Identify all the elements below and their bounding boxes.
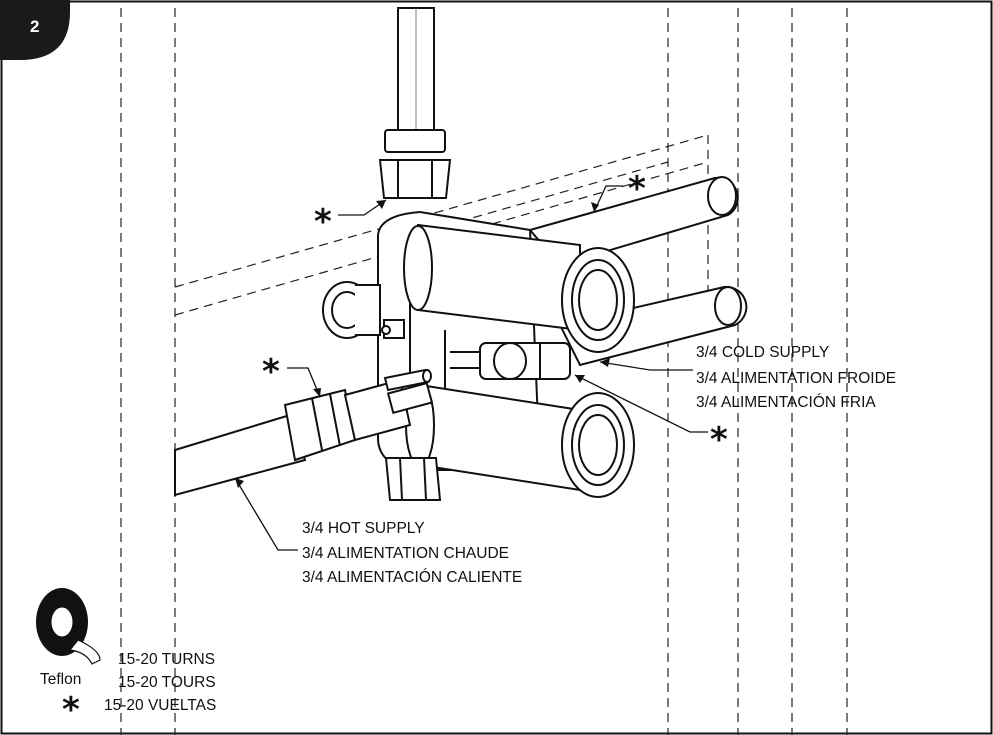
teflon-marker-hot-nut: * bbox=[262, 352, 280, 392]
teflon-roll-icon bbox=[36, 588, 101, 665]
top-nut bbox=[378, 129, 452, 199]
teflon-marker-back-pipe: * bbox=[628, 169, 646, 209]
cold-fitting bbox=[450, 342, 571, 380]
cold-supply-label-en: 3/4 COLD SUPPLY bbox=[696, 344, 830, 361]
step-badge-shape bbox=[0, 0, 70, 60]
turns-fr: 15-20 TOURS bbox=[118, 674, 216, 691]
stem bbox=[383, 368, 432, 392]
teflon-marker-cold-fitting: * bbox=[710, 420, 728, 460]
hot-pipe bbox=[174, 378, 434, 497]
turns-en: 15-20 TURNS bbox=[118, 651, 216, 668]
hot-supply-label-en: 3/4 HOT SUPPLY bbox=[302, 520, 425, 537]
turns-es: 15-20 VUELTAS bbox=[104, 697, 217, 714]
teflon-marker-top-nut: * bbox=[314, 202, 332, 242]
cold-supply-label-fr: 3/4 ALIMENTATION FROIDE bbox=[696, 370, 897, 387]
upper-cylinder bbox=[403, 223, 635, 353]
teflon-marker-legend: * bbox=[62, 690, 80, 730]
step-number: 2 bbox=[30, 17, 40, 36]
lower-cylinder bbox=[405, 382, 635, 498]
bottom-nut bbox=[384, 457, 442, 501]
top-pipe bbox=[397, 7, 435, 134]
hot-supply-label-es: 3/4 ALIMENTACIÓN CALIENTE bbox=[302, 569, 523, 586]
leader-arrowheads bbox=[235, 200, 610, 488]
teflon-label: Teflon bbox=[40, 671, 82, 688]
left-cap bbox=[322, 281, 381, 339]
hot-supply-label-fr: 3/4 ALIMENTATION CHAUDE bbox=[302, 545, 509, 562]
cold-supply-label-es: 3/4 ALIMENTACIÓN FRIA bbox=[696, 394, 876, 411]
wall-studs bbox=[120, 8, 848, 735]
leader-lines bbox=[234, 185, 708, 551]
